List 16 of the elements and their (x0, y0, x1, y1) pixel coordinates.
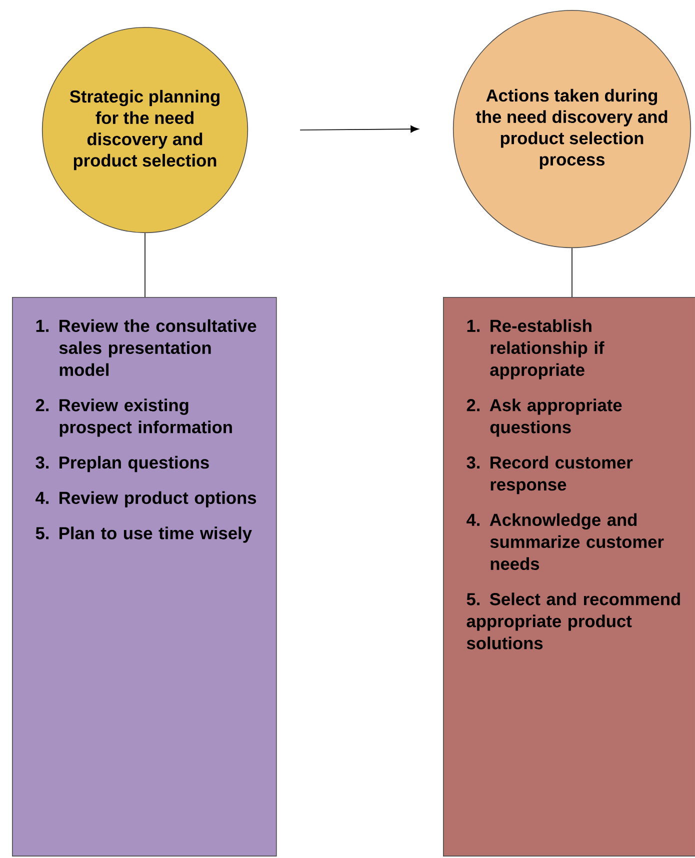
node-label: 2. Review existing prospect information (36, 398, 232, 437)
node-label: 4. Acknowledge and summarize customer needs (466, 513, 664, 570)
list-box (443, 297, 695, 856)
node-label: 1. Review the consultative sales presentation model (36, 319, 256, 376)
node-label: 5. Select and recommend appropriate product solutions (466, 592, 680, 650)
node-label: 1. Re-establish relationship if appropriate (467, 319, 604, 380)
connector-line (144, 232, 146, 298)
node-label: 5. Plan to use time wisely (36, 526, 252, 543)
circle-node: Strategic planning for the need discovery and product selection (42, 26, 248, 234)
list-box (12, 297, 277, 856)
node-label: 4. Review product options (36, 491, 256, 508)
circle-node: Actions taken during the need discovery and product selection process (452, 10, 692, 248)
arrow (300, 125, 419, 133)
node-label: 3. Record customer response (466, 456, 633, 494)
node-label: 2. Ask appropriate questions (466, 398, 622, 437)
node-label: 3. Preplan questions (36, 456, 209, 472)
